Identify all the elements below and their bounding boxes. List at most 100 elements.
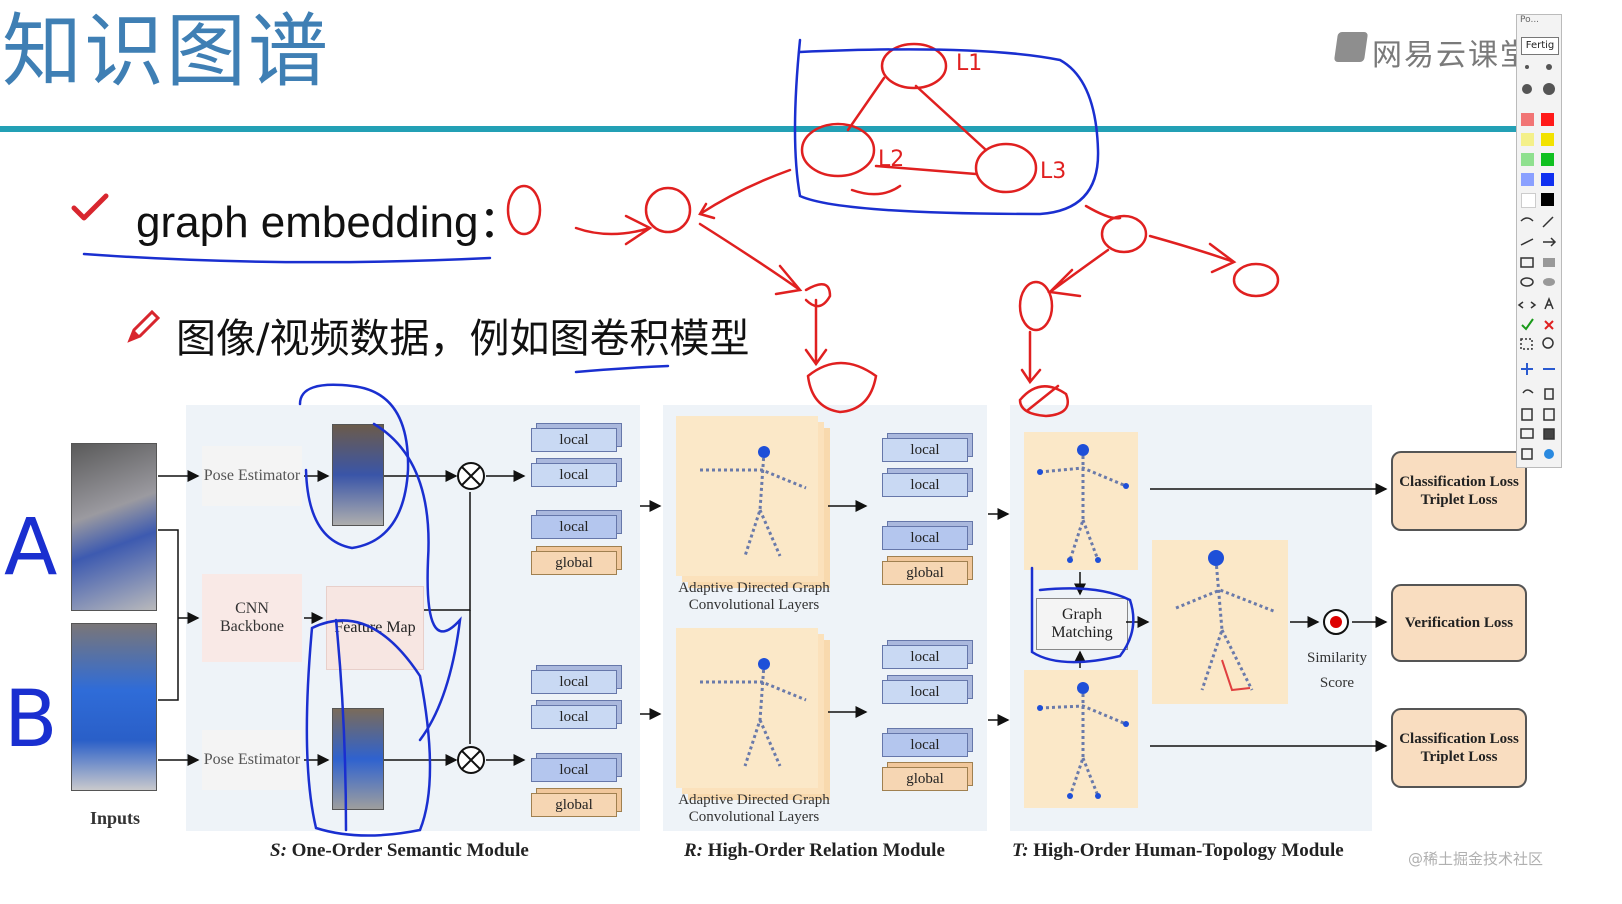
loss-box-top: Classification Loss Triplet Loss [1391, 451, 1527, 531]
semantic-local-5: local [531, 705, 617, 729]
semantic-local-2: local [531, 463, 617, 487]
ink-letter-a: A [4, 503, 57, 593]
color-swatch-red[interactable] [1541, 113, 1554, 126]
watermark: @稀土掘金技术社区 [1408, 850, 1544, 868]
caption-semantic-letter: S: [270, 840, 287, 861]
rectangle-icon[interactable] [1520, 257, 1534, 268]
semantic-global-2: global [531, 793, 617, 817]
ink-letter-b: B [4, 675, 58, 765]
ink-label-l1: L1 [956, 51, 982, 76]
caption-semantic-text: One-Order Semantic Module [291, 840, 529, 861]
brand-name: 网易云课堂 [1372, 38, 1532, 73]
keypoint-crop-top [332, 424, 384, 526]
graph-layers-bottom [676, 628, 818, 788]
caption-topology: T: High-Order Human-Topology Module [1012, 840, 1344, 862]
input-photo-a [71, 443, 157, 611]
semantic-local-3: local [531, 515, 617, 539]
settings-icon[interactable] [1521, 448, 1533, 460]
relation-local-4: local [882, 645, 968, 669]
caption-semantic: S: One-Order Semantic Module [270, 840, 529, 862]
toolbar-tools [1517, 64, 1557, 460]
color-swatch-light-red[interactable] [1521, 113, 1534, 126]
relation-local-1: local [882, 438, 968, 462]
toolbar-tab-po[interactable]: Po... [1520, 15, 1540, 25]
caption-relation-letter: R: [684, 840, 703, 861]
checkmark-tool-icon[interactable] [1521, 318, 1534, 331]
keypoint-crop-bottom [332, 708, 384, 810]
loss-box-verification: Verification Loss [1391, 584, 1527, 662]
freehand-icon[interactable] [1520, 217, 1534, 222]
input-photo-b [71, 623, 157, 791]
semantic-local-1: local [531, 428, 617, 452]
toolbar-tab-fertig[interactable]: Fertig [1521, 37, 1559, 55]
plus-icon[interactable] [1521, 363, 1533, 375]
text-tool-icon[interactable] [1544, 296, 1554, 310]
caption-relation: R: High-Order Relation Module [684, 840, 945, 862]
title-divider [0, 126, 1530, 132]
color-swatch-blue[interactable] [1541, 173, 1554, 186]
info-icon[interactable] [1544, 449, 1554, 459]
similarity-dot [1323, 609, 1349, 635]
semantic-global-1: global [531, 551, 617, 575]
pen-large-icon[interactable] [1522, 84, 1532, 94]
pen-xlarge-icon[interactable] [1543, 83, 1555, 95]
pose-estimator-bottom: Pose Estimator [202, 730, 302, 790]
relation-local-3: local [882, 526, 968, 550]
color-swatch-yellow[interactable] [1541, 133, 1554, 146]
semantic-local-4: local [531, 670, 617, 694]
ellipse-icon[interactable] [1520, 277, 1534, 287]
bullet-image-video: 图像/视频数据，例如图卷积模型 [176, 316, 750, 362]
print-icon[interactable] [1520, 428, 1534, 439]
relation-local-5: local [882, 680, 968, 704]
filled-rectangle-icon[interactable] [1543, 258, 1555, 267]
graph-matching: Graph Matching [1036, 598, 1128, 650]
annotation-toolbar: Po... Fertig [1516, 14, 1562, 468]
caption-relation-text: High-Order Relation Module [707, 840, 945, 861]
semantic-local-6: local [531, 758, 617, 782]
adaptive-layers-bottom-label: Adaptive Directed Graph Convolutional La… [678, 792, 830, 826]
new-page-icon[interactable] [1521, 408, 1533, 421]
code-icon[interactable] [1517, 301, 1537, 309]
check-icon [71, 193, 109, 221]
fusion-operator-bottom [457, 746, 485, 774]
loss-box-bottom: Classification Loss Triplet Loss [1391, 708, 1527, 788]
trash-icon[interactable] [1544, 388, 1554, 400]
undo-icon[interactable] [1522, 389, 1534, 394]
select-region-icon[interactable] [1520, 338, 1533, 350]
relation-local-6: local [882, 733, 968, 757]
pen-small-icon[interactable] [1525, 65, 1529, 69]
color-swatch-green[interactable] [1541, 153, 1554, 166]
color-swatch-light-yellow[interactable] [1521, 133, 1534, 146]
relation-global-1: global [882, 561, 968, 585]
copy-icon[interactable] [1543, 408, 1555, 421]
pose-estimator-top: Pose Estimator [202, 446, 302, 506]
line-icon[interactable] [1520, 238, 1534, 246]
feature-map: Feature Map [326, 586, 424, 670]
adaptive-layers-top-label: Adaptive Directed Graph Convolutional La… [678, 580, 830, 614]
fusion-operator-top [457, 462, 485, 490]
inputs-label: Inputs [89, 808, 141, 828]
relation-global-2: global [882, 767, 968, 791]
ink-label-l2: L2 [878, 147, 904, 172]
save-icon[interactable] [1543, 428, 1555, 440]
color-swatch-light-green[interactable] [1521, 153, 1534, 166]
eraser-icon[interactable] [1542, 216, 1554, 228]
similarity-score-label: Similarity Score [1307, 650, 1367, 691]
slide-title: 知识图谱 [2, 5, 330, 98]
cross-tool-icon[interactable] [1544, 320, 1554, 330]
color-swatch-white[interactable] [1521, 193, 1536, 208]
filled-ellipse-icon[interactable] [1543, 278, 1555, 286]
caption-topology-text: High-Order Human-Topology Module [1033, 840, 1344, 861]
color-swatch-black[interactable] [1541, 193, 1554, 206]
cnn-backbone: CNN Backbone [202, 574, 302, 662]
graph-layers-top [676, 416, 818, 576]
bullet-graph-embedding: graph embedding： [136, 198, 523, 247]
color-swatch-light-blue[interactable] [1521, 173, 1534, 186]
arrow-icon[interactable] [1543, 237, 1557, 247]
relation-local-2: local [882, 473, 968, 497]
zoom-icon[interactable] [1542, 337, 1554, 349]
pen-medium-icon[interactable] [1546, 64, 1552, 70]
caption-topology-letter: T: [1012, 840, 1029, 861]
